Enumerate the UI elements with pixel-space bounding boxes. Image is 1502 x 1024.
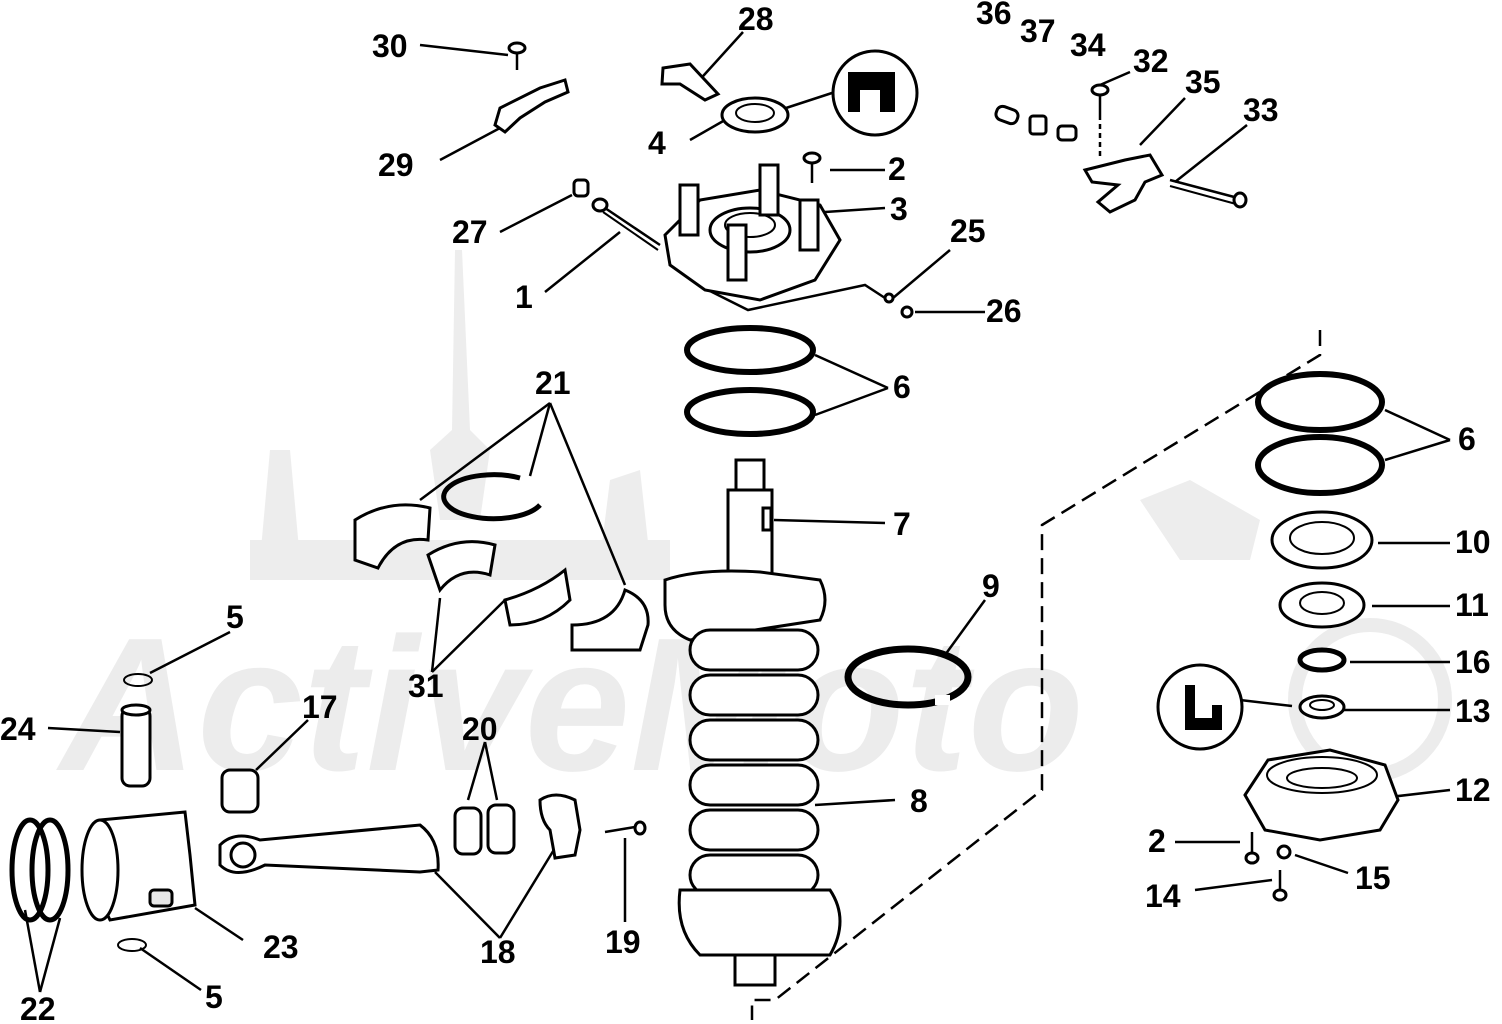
callout-31: 31	[408, 668, 444, 704]
part-needle-bearing-31-a	[426, 540, 497, 594]
part-wrist-pin-24	[120, 703, 152, 788]
callout-37: 37	[1020, 13, 1056, 49]
callout-34: 34	[1070, 27, 1106, 63]
callout-13: 13	[1455, 693, 1491, 729]
part-rod-cap-18	[538, 793, 582, 860]
part-upper-bearing-housing-3	[663, 163, 842, 302]
callout-35: 35	[1185, 64, 1221, 100]
callout-6-lower: 6	[1458, 421, 1476, 457]
callout-15: 15	[1355, 860, 1391, 896]
part-piston-23	[80, 810, 197, 922]
callout-21: 21	[535, 365, 571, 401]
part-plate-10	[1270, 510, 1374, 570]
part-screw-30	[507, 41, 527, 70]
callout-22: 22	[20, 991, 56, 1024]
callout-27: 27	[452, 214, 488, 250]
part-piston-ring-22-a	[9, 817, 51, 923]
callout-18: 18	[480, 934, 516, 970]
part-link-35	[1082, 153, 1165, 214]
callout-8: 8	[910, 783, 928, 819]
callout-30: 30	[372, 28, 408, 64]
part-connecting-rod-18	[218, 823, 440, 874]
callout-2-top: 2	[888, 151, 906, 187]
callout-25: 25	[950, 213, 986, 249]
part-seal-13	[1298, 694, 1346, 720]
callout-23: 23	[263, 929, 299, 965]
callout-26: 26	[986, 293, 1022, 329]
part-piston-ring-22-b	[29, 817, 71, 923]
callout-3: 3	[890, 191, 908, 227]
part-bearing-half-21-right	[570, 587, 650, 652]
part-screw-32	[1090, 83, 1110, 160]
part-key-7	[761, 506, 773, 532]
part-bolt-14	[1272, 870, 1288, 902]
part-retaining-ring-9	[844, 645, 972, 709]
callout-5-top: 5	[226, 599, 244, 635]
part-screw-33	[1169, 178, 1248, 209]
part-o-ring-6-upper-a	[684, 325, 816, 375]
callout-20: 20	[462, 711, 498, 747]
part-needle-bearing-17	[220, 768, 260, 814]
callout-5-bottom: 5	[205, 979, 223, 1015]
callout-2-lower: 2	[1148, 823, 1166, 859]
part-clip-5-bottom	[117, 938, 147, 952]
callout-4: 4	[648, 125, 666, 161]
part-nut-26	[900, 305, 914, 319]
part-bolt-2-lower	[1244, 832, 1260, 865]
part-o-ring-6-lower-a	[1255, 371, 1385, 433]
part-bolt-19	[604, 820, 647, 836]
part-washer-15	[1276, 844, 1292, 860]
part-long-bolt-1	[591, 197, 661, 251]
part-ball-bearing-11	[1278, 581, 1366, 629]
callout-33: 33	[1243, 92, 1279, 128]
part-ring-16	[1297, 647, 1347, 673]
callout-36: 36	[976, 0, 1012, 31]
part-o-ring-6-upper-b	[684, 387, 816, 437]
part-o-ring-6-lower-b	[1255, 434, 1385, 496]
dashed-group-outline	[750, 330, 1322, 1020]
part-spring-34	[1056, 124, 1078, 142]
callout-14: 14	[1145, 878, 1181, 914]
callout-7: 7	[893, 506, 911, 542]
part-needle-bearing-31-b	[503, 567, 572, 627]
part-washer-25	[883, 292, 895, 304]
callout-6-upper: 6	[893, 369, 911, 405]
part-lower-housing-12	[1243, 748, 1400, 842]
part-needle-half-20-b	[486, 803, 516, 855]
callout-11: 11	[1455, 587, 1489, 623]
part-pin-36	[994, 104, 1020, 126]
seal-detail-inset	[831, 49, 919, 137]
part-block-37	[1028, 114, 1048, 136]
callout-17: 17	[302, 689, 338, 725]
part-bearing-half-21-left	[353, 503, 432, 570]
callout-32: 32	[1133, 43, 1169, 79]
part-bolt-2-top	[802, 151, 822, 183]
callout-16: 16	[1455, 644, 1491, 680]
callout-10: 10	[1455, 524, 1491, 560]
callout-1: 1	[515, 279, 533, 315]
part-retainer-ring-21	[441, 472, 542, 522]
leader-lines	[23, 31, 1451, 993]
callout-19: 19	[605, 924, 641, 960]
part-nut-27	[572, 178, 590, 198]
lower-seal-detail-inset	[1156, 663, 1244, 751]
part-needle-half-20-a	[453, 806, 483, 856]
callout-24: 24	[0, 711, 36, 747]
part-clip-5-top	[123, 673, 153, 687]
part-seal-4	[720, 96, 790, 134]
callout-9: 9	[982, 568, 1000, 604]
callout-28: 28	[738, 1, 774, 37]
callout-29: 29	[378, 147, 414, 183]
part-bracket-29	[493, 78, 570, 134]
part-plate-28	[660, 62, 721, 102]
callout-12: 12	[1455, 772, 1491, 808]
